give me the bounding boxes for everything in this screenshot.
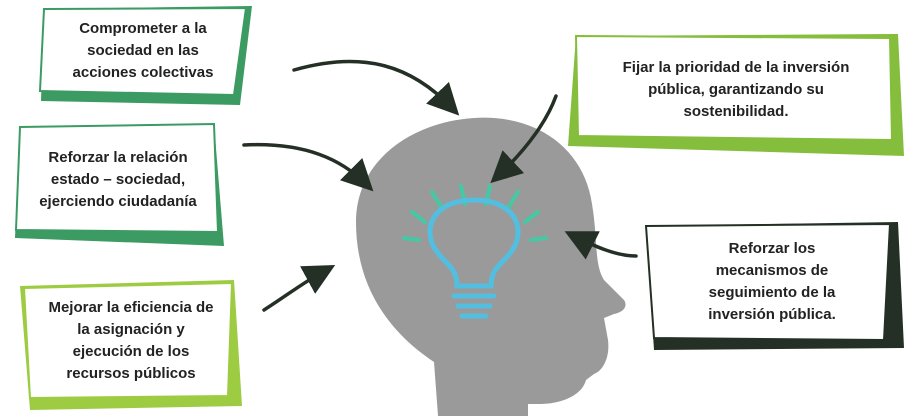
box-bottom-right-text: Reforzar los mecanismos de seguimiento d…: [708, 240, 836, 323]
box-middle-left-text: Reforzar la relación estado – sociedad, …: [39, 149, 197, 210]
box-bottom-left: Mejorar la eficiencia de la asignación y…: [20, 280, 242, 410]
box-top-right: Fijar la prioridad de la inversión públi…: [568, 34, 904, 156]
box-top-left-text: Comprometer a la sociedad en las accione…: [72, 20, 214, 81]
box-bottom-left-text: Mejorar la eficiencia de la asignación y…: [48, 299, 214, 382]
head-silhouette-icon: [356, 117, 626, 416]
box-bottom-right: Reforzar los mecanismos de seguimiento d…: [640, 220, 904, 350]
arrow-top-right: [490, 94, 558, 184]
box-top-right-text: Fijar la prioridad de la inversión públi…: [622, 59, 850, 120]
arrow-mid-left: [242, 142, 374, 192]
box-top-left: Comprometer a la sociedad en las accione…: [34, 5, 252, 105]
arrow-top-left: [292, 59, 460, 116]
box-middle-left: Reforzar la relación estado – sociedad, …: [12, 122, 224, 246]
arrow-bottom-left: [262, 264, 336, 312]
lightbulb-icon: [402, 184, 548, 319]
arrow-bottom-right: [564, 231, 638, 260]
